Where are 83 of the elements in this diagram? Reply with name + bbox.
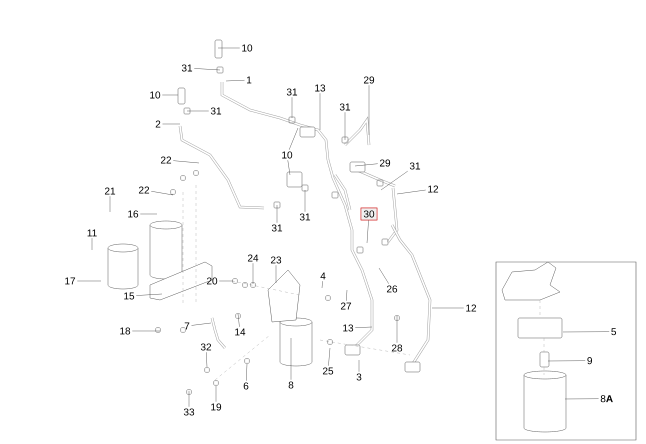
leader-line xyxy=(226,80,245,82)
callout-number: 5 xyxy=(611,328,616,336)
callout-number: 3 xyxy=(356,373,362,381)
callout-number: 10 xyxy=(282,151,292,159)
callout-number: 22 xyxy=(160,156,172,164)
callout-number: 11 xyxy=(88,230,97,236)
leader-line xyxy=(132,330,160,332)
callout-number: 32 xyxy=(200,343,212,351)
callout-number: 31 xyxy=(340,103,350,111)
callout-number: 33 xyxy=(184,408,194,416)
leader-line xyxy=(136,294,162,296)
leader-line xyxy=(288,128,298,150)
leader-line xyxy=(77,280,102,282)
leader-line xyxy=(355,326,372,328)
callout-number: 12 xyxy=(466,304,476,312)
leader-line xyxy=(162,94,178,96)
leader-line xyxy=(151,191,174,196)
callout-number: 16 xyxy=(128,210,138,218)
leader-line xyxy=(252,262,254,284)
leader-line xyxy=(276,204,278,223)
callout-number: 19 xyxy=(211,403,222,411)
leader-line xyxy=(290,338,292,380)
callout-number: 31 xyxy=(272,224,282,232)
leader-line xyxy=(378,268,389,284)
inset-frame xyxy=(496,262,636,440)
callout-number: 25 xyxy=(322,367,334,375)
callout-number: 31 xyxy=(410,162,420,170)
leader-line xyxy=(380,170,408,190)
leader-line xyxy=(219,280,234,282)
callout-number: 31 xyxy=(300,213,310,221)
callout-number: 31 xyxy=(210,107,222,115)
leader-line xyxy=(396,316,398,343)
callout-number: 29 xyxy=(364,76,374,84)
leader-line xyxy=(206,352,208,368)
callout-number: 28 xyxy=(392,344,402,352)
callout-number: 1 xyxy=(247,76,252,84)
callout-number: 15 xyxy=(124,292,134,300)
leader-line xyxy=(194,68,220,70)
callout-number: 27 xyxy=(340,302,352,310)
leader-line xyxy=(366,220,369,244)
callout-number: 30 xyxy=(360,208,378,220)
callout-number: 10 xyxy=(242,44,252,52)
callout-number: 17 xyxy=(65,278,76,284)
leader-line xyxy=(238,314,240,328)
callout-number: 21 xyxy=(104,188,116,194)
leader-line xyxy=(322,280,323,288)
callout-number: 23 xyxy=(270,256,282,264)
leader-line xyxy=(288,160,290,176)
callout-number: 9 xyxy=(587,357,592,364)
callout-number: 14 xyxy=(235,328,246,336)
leader-line xyxy=(328,348,330,366)
callout-number: 24 xyxy=(248,254,258,262)
callout-number: 13 xyxy=(315,84,326,92)
callout-number: 12 xyxy=(428,186,438,192)
leader-line xyxy=(246,364,248,381)
callout-number: 31 xyxy=(182,64,192,72)
leader-line xyxy=(186,110,209,112)
callout-number: 6 xyxy=(244,382,248,390)
callout-number: 8A xyxy=(600,395,613,402)
leader-line xyxy=(368,85,370,136)
leader-line xyxy=(564,398,599,400)
leader-line xyxy=(396,190,426,194)
callout-number: 10 xyxy=(150,91,160,99)
leader-line xyxy=(304,190,306,212)
leader-line xyxy=(188,390,190,407)
leader-line xyxy=(358,360,360,372)
leader-line xyxy=(346,290,348,302)
callout-number: 8 xyxy=(288,381,294,389)
leader-line xyxy=(191,322,212,326)
callout-number: 31 xyxy=(286,88,298,96)
callout-number: 13 xyxy=(343,324,354,332)
leader-line xyxy=(344,112,346,140)
callout-number: 22 xyxy=(138,186,150,194)
callout-number: 4 xyxy=(320,272,326,280)
leader-line xyxy=(173,160,200,164)
leader-line xyxy=(354,164,378,166)
callout-number: 26 xyxy=(386,285,398,293)
callout-number: 18 xyxy=(120,327,130,335)
callout-number: 7 xyxy=(184,322,190,330)
callout-number: 2 xyxy=(156,120,160,128)
callout-number: 29 xyxy=(380,159,390,167)
leader-line xyxy=(548,360,586,362)
callout-number: 20 xyxy=(206,277,218,285)
